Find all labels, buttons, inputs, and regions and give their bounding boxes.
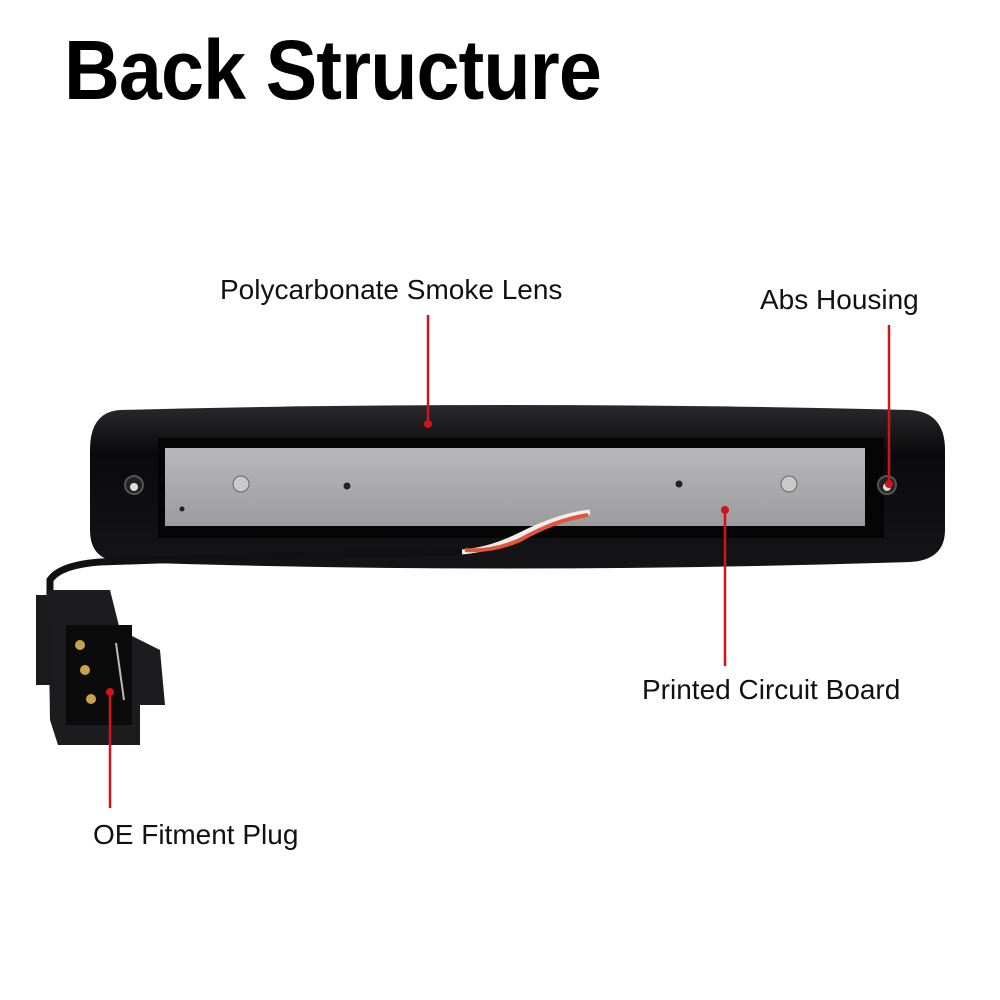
screw-icon (780, 475, 798, 493)
printed-circuit-board (165, 448, 865, 526)
page-title: Back Structure (64, 23, 602, 117)
lens-label: Polycarbonate Smoke Lens (220, 274, 563, 305)
pcb-label: Printed Circuit Board (642, 674, 901, 705)
plug-label: OE Fitment Plug (93, 819, 299, 850)
wire-harness (46, 509, 591, 600)
housing-label: Abs Housing (760, 284, 919, 315)
screw-icon (232, 475, 250, 493)
abs-housing (90, 405, 945, 569)
oe-fitment-plug (36, 590, 165, 745)
